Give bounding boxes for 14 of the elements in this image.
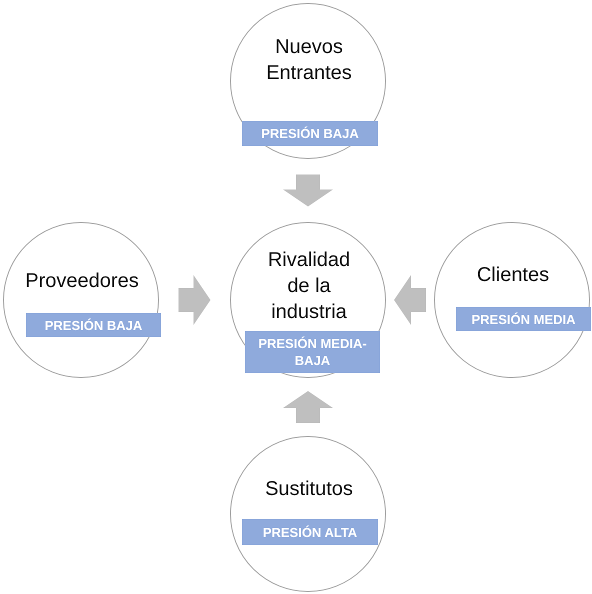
block-arrow [394, 275, 426, 325]
pressure-tag: PRESIÓN BAJA [26, 313, 161, 337]
pressure-tag: PRESIÓN ALTA [242, 519, 378, 545]
block-arrow [178, 275, 210, 325]
force-title: Nuevos Entrantes [265, 35, 353, 86]
pressure-tag: PRESIÓN MEDIA-BAJA [245, 331, 380, 373]
force-title: Clientes [476, 263, 550, 288]
block-arrow [283, 174, 333, 206]
force-title: Rivalidad de la industria [266, 248, 352, 325]
pressure-tag: PRESIÓN MEDIA [456, 307, 591, 331]
force-title: Proveedores [24, 269, 140, 294]
force-title: Sustitutos [264, 477, 354, 502]
block-arrow [283, 391, 333, 423]
pressure-tag: PRESIÓN BAJA [242, 121, 378, 146]
